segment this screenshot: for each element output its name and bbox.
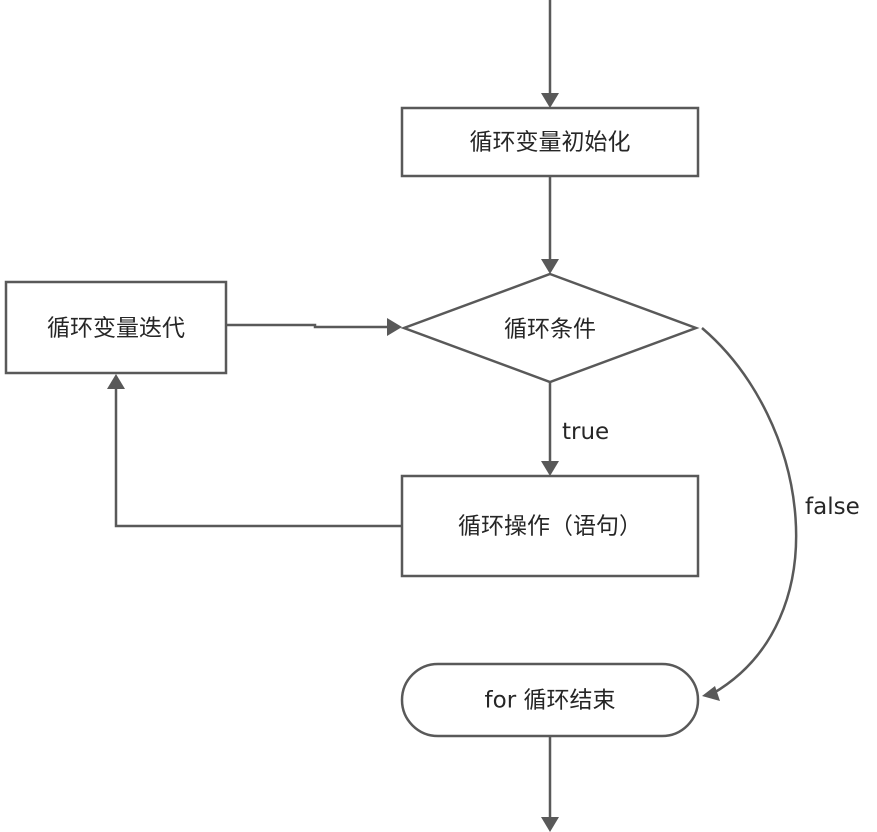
- true-edge-label: true: [562, 419, 609, 445]
- false-edge-label: false: [805, 494, 860, 520]
- iterate-node-label: 循环变量迭代: [47, 316, 185, 342]
- exit-arrow: [541, 736, 559, 832]
- entry-arrow: [541, 0, 559, 108]
- body-node: 循环操作（语句）: [400, 474, 700, 578]
- init-node: 循环变量初始化: [400, 106, 700, 178]
- body-node-label: 循环操作（语句）: [458, 514, 642, 540]
- init-node-label: 循环变量初始化: [470, 130, 631, 156]
- condition-node-label: 循环条件: [504, 317, 596, 343]
- condition-to-body-arrow: [541, 382, 559, 476]
- condition-to-end-arrow: [701, 327, 798, 701]
- body-to-iterate-arrow: [107, 374, 402, 528]
- condition-node: 循环条件: [400, 272, 700, 384]
- init-to-condition-arrow: [541, 176, 559, 274]
- iterate-node: 循环变量迭代: [4, 280, 228, 375]
- end-node-label: for 循环结束: [485, 688, 616, 714]
- end-node: for 循环结束: [400, 662, 700, 738]
- iterate-to-condition-arrow: [226, 318, 402, 336]
